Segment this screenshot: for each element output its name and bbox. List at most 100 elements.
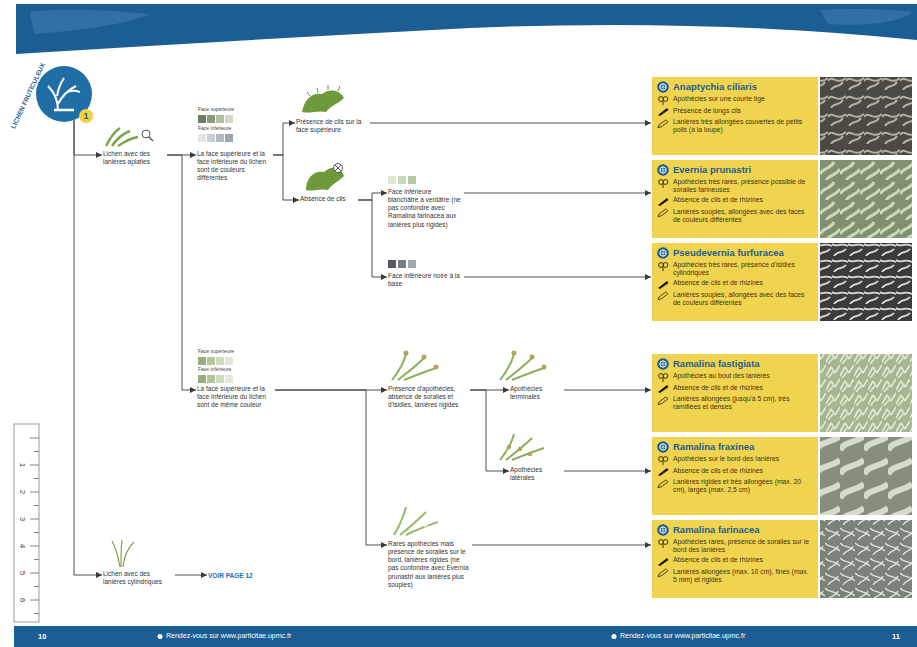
key-step: Rares apothécies mais présence de sorali… bbox=[388, 540, 470, 589]
species-photos bbox=[820, 354, 912, 432]
trait-icon bbox=[657, 539, 669, 548]
colour-swatches bbox=[216, 357, 224, 365]
ruler-number: 2 bbox=[18, 490, 26, 494]
species-card: Ramalina fastigiataApothécies au bout de… bbox=[652, 354, 818, 432]
trait-icon bbox=[657, 373, 669, 382]
info-icon bbox=[657, 524, 669, 536]
trait-row: Lanières allongées (jusqu'à 5 cm), très … bbox=[657, 395, 812, 411]
colour-swatches bbox=[398, 260, 406, 268]
species-name: Pseudevernia furfuracea bbox=[673, 247, 784, 258]
footer-link: Rendez-vous sur www.particitae.upmc.fr bbox=[620, 632, 745, 640]
ruler bbox=[14, 424, 39, 622]
pencil-icon bbox=[658, 396, 668, 404]
trait-icon bbox=[657, 280, 669, 289]
colour-swatches bbox=[225, 134, 233, 142]
key-step: Lichen avec des lanières cylindriques bbox=[103, 570, 173, 586]
trait-text: Lanières allongées (jusqu'à 5 cm), très … bbox=[673, 395, 812, 411]
apothecia-icon bbox=[663, 267, 664, 271]
ruler bbox=[30, 492, 39, 493]
colour-swatches bbox=[225, 375, 233, 383]
info-icon bbox=[660, 527, 666, 533]
colour-swatches bbox=[388, 260, 396, 268]
badge-icon bbox=[48, 78, 80, 110]
lichen-icons bbox=[507, 445, 511, 449]
species-name: Ramalina fastigiata bbox=[673, 358, 760, 369]
trait-text: Apothécies rares, présence de soralies s… bbox=[673, 538, 812, 554]
key-step: Absence de cils bbox=[300, 195, 356, 203]
step-text: La face supérieure et la face inférieure… bbox=[197, 385, 273, 409]
category-badge: LICHEN FRUTICULEUX1 bbox=[36, 66, 92, 122]
card-heading: Evernia prunastri bbox=[657, 164, 812, 176]
trait-icon bbox=[657, 479, 669, 488]
connector-arrow bbox=[464, 277, 651, 278]
footer-band bbox=[14, 626, 917, 647]
badge-icon bbox=[54, 109, 74, 112]
info-icon bbox=[657, 247, 669, 259]
apothecia-icon bbox=[663, 262, 668, 267]
ruler bbox=[30, 465, 39, 466]
trait-text: Lanières rigides et très allongées (max.… bbox=[673, 478, 812, 494]
card-heading: Pseudevernia furfuracea bbox=[657, 247, 812, 259]
footer-band bbox=[612, 634, 617, 639]
ruler bbox=[34, 532, 39, 533]
lichen-icons bbox=[112, 540, 134, 567]
colour-swatches bbox=[207, 375, 215, 383]
footer-band bbox=[14, 626, 917, 647]
pencil-icon bbox=[658, 119, 668, 127]
connector-arrow bbox=[74, 120, 102, 155]
info-icon bbox=[660, 444, 666, 450]
info-icon bbox=[660, 84, 666, 90]
info-icon bbox=[660, 84, 666, 90]
trait-icon bbox=[657, 96, 669, 105]
connector-arrow bbox=[273, 123, 295, 155]
species-card: Ramalina fraxineaApothécies sur le bord … bbox=[652, 437, 818, 515]
apothecia-icon bbox=[663, 544, 664, 548]
key-step: La face supérieure et la face inférieure… bbox=[197, 150, 271, 183]
apothecia-icon bbox=[663, 456, 668, 461]
ruler bbox=[30, 519, 39, 520]
info-icon bbox=[657, 524, 669, 536]
lichen-icons bbox=[530, 355, 535, 360]
ruler-number: 6 bbox=[18, 598, 26, 602]
callout-number: 1 bbox=[79, 109, 93, 123]
ruler bbox=[14, 424, 39, 622]
info-icon bbox=[657, 81, 669, 93]
info-icon bbox=[660, 167, 666, 173]
key-step: Présence d'apothécies, absence de sorali… bbox=[388, 385, 468, 409]
step-text: Face inférieure blanchâtre à verdâtre (n… bbox=[388, 188, 462, 229]
colour-swatches bbox=[198, 115, 416, 383]
lichen-icons bbox=[528, 452, 532, 456]
step-text: Rares apothécies mais présence de sorali… bbox=[388, 540, 470, 589]
trait-row: Apothécies très rares, présence possible… bbox=[657, 178, 812, 194]
step-text: La face supérieure et la face inférieure… bbox=[197, 150, 271, 183]
connector-arrow bbox=[273, 155, 299, 200]
apothecia-icon bbox=[663, 539, 668, 544]
lichen-icons bbox=[422, 355, 427, 360]
apothecia-icon bbox=[663, 373, 668, 378]
step-text: Face inférieure noire à la base bbox=[388, 272, 462, 288]
card-heading: Ramalina farinacea bbox=[657, 524, 812, 536]
ruler-number: 5 bbox=[18, 571, 26, 575]
lichen-icons bbox=[307, 85, 340, 96]
species-name: Ramalina farinacea bbox=[673, 524, 760, 535]
key-step: Présence de cils sur la face supérieure bbox=[296, 118, 368, 134]
info-icon bbox=[657, 164, 669, 176]
ruler-number: 3 bbox=[18, 517, 26, 521]
lichen-icons bbox=[106, 128, 138, 146]
key-step: La face supérieure et la face inférieure… bbox=[197, 385, 273, 409]
swatch-label: Face inférieure bbox=[198, 367, 231, 373]
trait-icon bbox=[657, 291, 669, 300]
connector-arrow bbox=[358, 193, 387, 200]
key-step: Face inférieure noire à la base bbox=[388, 272, 462, 288]
key-step: Apothécies terminales bbox=[510, 385, 562, 401]
step-text: Apothécies latérales bbox=[510, 466, 562, 482]
lichen-icons bbox=[542, 365, 547, 370]
species-photos bbox=[820, 160, 912, 238]
connector-arrow bbox=[358, 200, 387, 277]
trait-row: Absence de cils et de rhizines bbox=[657, 384, 812, 394]
ruler bbox=[34, 478, 39, 479]
trait-icon bbox=[657, 197, 669, 206]
trait-row: Apothécies au bout des lanières bbox=[657, 372, 812, 382]
species-card: Pseudevernia furfuraceaApothécies très r… bbox=[652, 243, 818, 321]
colour-swatches bbox=[198, 375, 206, 383]
